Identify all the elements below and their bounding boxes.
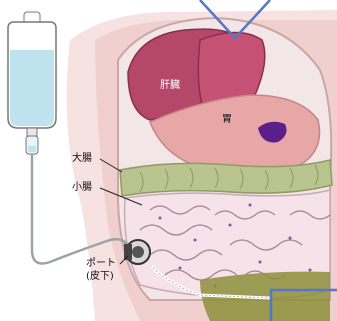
large-intestine xyxy=(120,160,332,196)
label-stomach: 胃 xyxy=(222,113,232,125)
label-large-intestine: 大腸 xyxy=(72,151,92,164)
label-liver: 肝臓 xyxy=(160,79,180,91)
label-port-line1: ポート xyxy=(86,257,116,269)
label-small-intestine: 小腸 xyxy=(72,181,92,193)
drip-chamber xyxy=(26,136,38,154)
iv-bag xyxy=(8,12,56,136)
label-port-line2: (皮下) xyxy=(86,269,114,282)
